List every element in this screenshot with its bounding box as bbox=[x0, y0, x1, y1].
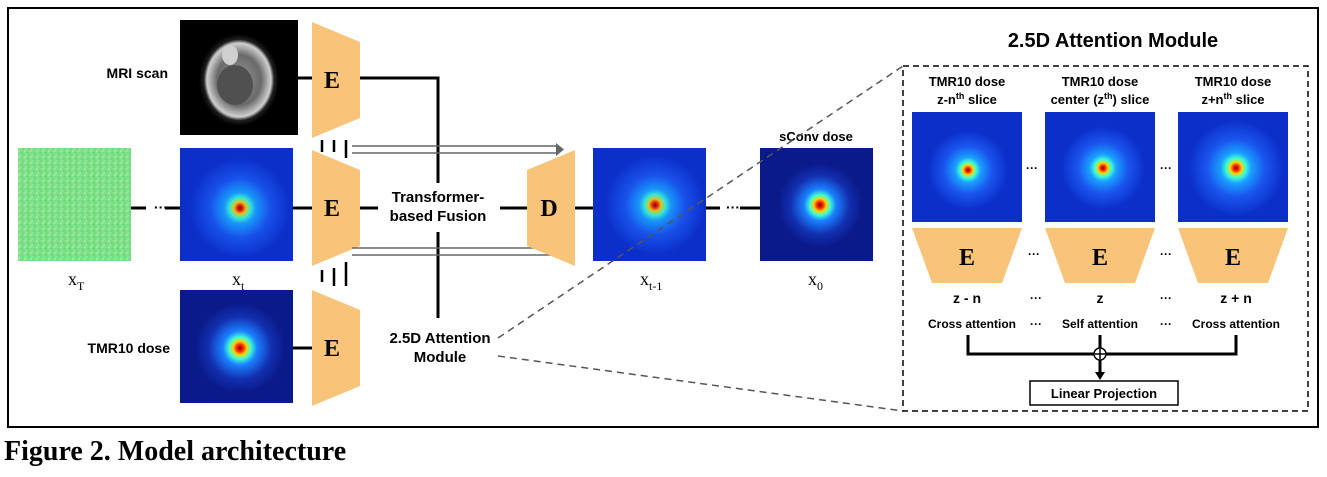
col1-head1: TMR10 dose bbox=[929, 74, 1006, 89]
module-column-1: TMR10 dose z-nth slice E z - n Cross att… bbox=[912, 74, 1022, 331]
col1-attention-label: Cross attention bbox=[928, 317, 1016, 331]
svg-text:···: ··· bbox=[1160, 317, 1172, 331]
svg-text:···: ··· bbox=[1026, 161, 1038, 175]
col3-encoder bbox=[1178, 228, 1288, 283]
dose-image-xt1 bbox=[593, 148, 706, 261]
col1-head2: z-nth slice bbox=[937, 91, 997, 107]
label-xt1: xt-1 bbox=[640, 269, 662, 293]
figure-frame bbox=[7, 7, 1319, 428]
col3-attention-label: Cross attention bbox=[1192, 317, 1280, 331]
tmr10-dose-label: TMR10 dose bbox=[88, 340, 171, 356]
col2-attention-label: Self attention bbox=[1062, 317, 1138, 331]
dose-image-xt bbox=[180, 148, 293, 261]
sum-node-icon bbox=[1093, 347, 1107, 361]
col3-z-label: z + n bbox=[1220, 290, 1252, 306]
zoom-line-top bbox=[497, 65, 904, 339]
decoder-label: D bbox=[540, 196, 557, 222]
line-mri-to-fusion bbox=[360, 76, 440, 183]
col3-head1: TMR10 dose bbox=[1195, 74, 1272, 89]
encoder-tmr10-label: E bbox=[324, 336, 340, 362]
encoder-xt-label: E bbox=[324, 196, 340, 222]
mri-scan-image bbox=[180, 20, 298, 135]
noise-image-xT bbox=[18, 148, 131, 261]
label-x0: x0 bbox=[808, 269, 823, 293]
sconv-dose-label: sConv dose bbox=[779, 129, 853, 144]
inter-encoder-arrows-top bbox=[320, 140, 348, 158]
module-column-2: TMR10 dose center (zth) slice E z Self a… bbox=[1045, 74, 1155, 331]
label-xT: xT bbox=[68, 269, 85, 293]
fusion-label-line1: Transformer- bbox=[392, 189, 485, 206]
tmr10-dose-image bbox=[180, 290, 293, 403]
ellipsis-xT-xt: ··· bbox=[154, 199, 168, 215]
svg-text:···: ··· bbox=[1160, 161, 1172, 175]
col3-head2: z+nth slice bbox=[1201, 91, 1264, 107]
svg-text:···: ··· bbox=[1030, 291, 1042, 305]
col3-encoder-label: E bbox=[1225, 245, 1241, 271]
linear-projection-box bbox=[1029, 380, 1179, 406]
svg-text:···: ··· bbox=[1028, 247, 1040, 261]
svg-text:···: ··· bbox=[1030, 317, 1042, 331]
col1-z-label: z - n bbox=[953, 290, 981, 306]
col2-z-label: z bbox=[1097, 290, 1104, 306]
fusion-label-line2: based Fusion bbox=[390, 208, 487, 225]
module-title: 2.5D Attention Module bbox=[1008, 30, 1218, 52]
arrow-to-projection bbox=[1095, 372, 1105, 380]
col2-encoder bbox=[1045, 228, 1155, 283]
encoder-xt: E bbox=[312, 150, 360, 266]
skip-connection-top bbox=[352, 143, 564, 156]
attention-label-line1: 2.5D Attention bbox=[389, 330, 490, 347]
col2-encoder-label: E bbox=[1092, 245, 1108, 271]
encoder-mri: E bbox=[312, 22, 360, 138]
col2-head1: TMR10 dose bbox=[1062, 74, 1139, 89]
decoder: D bbox=[527, 150, 575, 266]
figure-caption: Figure 2. Model architecture bbox=[4, 436, 347, 467]
encoder-tmr10: E bbox=[312, 290, 360, 406]
col1-encoder bbox=[912, 228, 1022, 283]
label-xt: xt bbox=[232, 269, 245, 293]
dose-image-x0 bbox=[760, 148, 873, 261]
attention-label-line2: Module bbox=[414, 349, 467, 366]
ellipsis-xt1-x0: ··· bbox=[726, 199, 740, 215]
encoder-mri-label: E bbox=[324, 68, 340, 94]
module-column-3: TMR10 dose z+nth slice E z + n Cross att… bbox=[1178, 74, 1288, 331]
mri-scan-label: MRI scan bbox=[107, 65, 168, 81]
inter-encoder-arrows-bottom bbox=[320, 262, 348, 286]
module-ellipses: ··· ··· ··· ··· ··· ··· ··· ··· bbox=[1026, 161, 1172, 331]
module-panel bbox=[902, 65, 1309, 412]
col1-encoder-label: E bbox=[959, 245, 975, 271]
svg-text:···: ··· bbox=[1160, 247, 1172, 261]
linear-projection-label: Linear Projection bbox=[1051, 386, 1157, 401]
zoom-line-bottom bbox=[497, 355, 904, 412]
col2-head2: center (zth) slice bbox=[1051, 91, 1150, 107]
svg-text:···: ··· bbox=[1160, 291, 1172, 305]
